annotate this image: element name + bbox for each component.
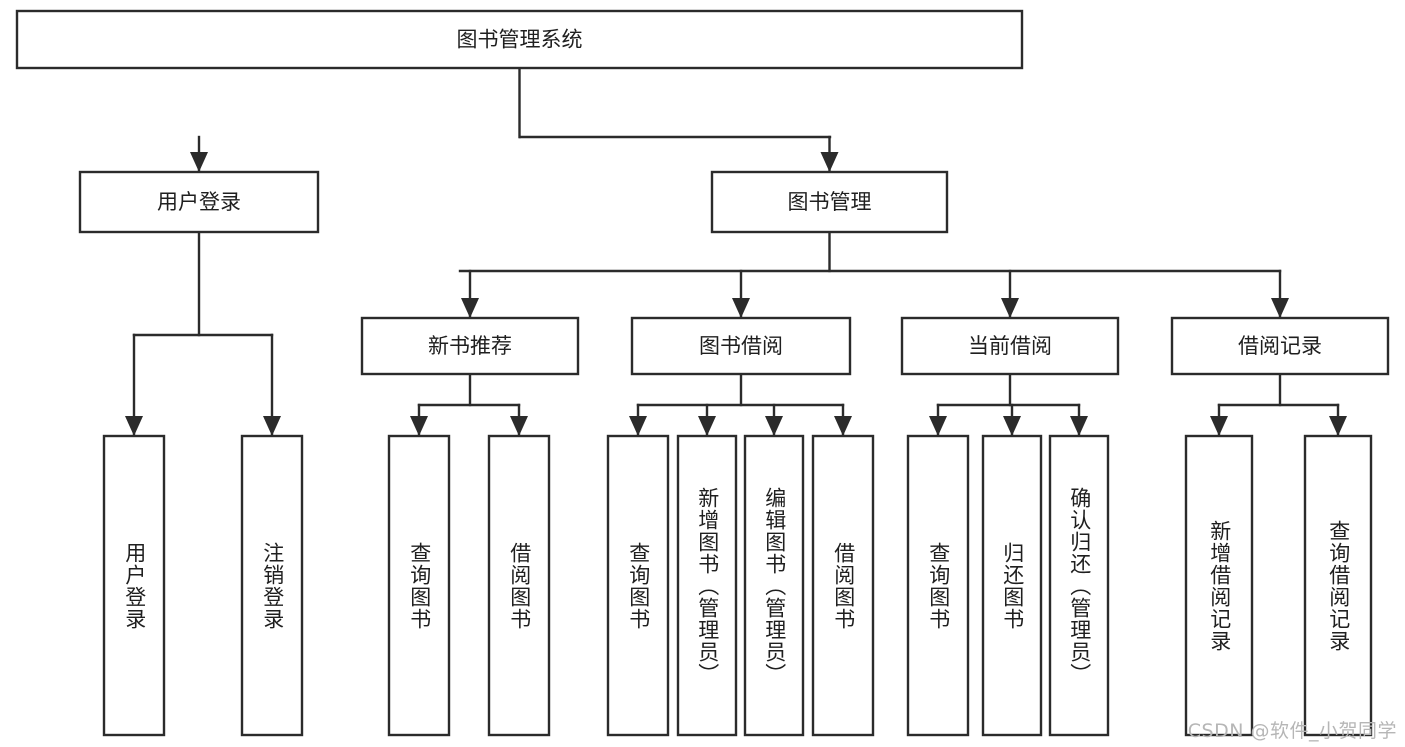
node-box-leaf-cur-2[interactable]	[981, 434, 1043, 737]
node-box-leaf-cur-3[interactable]	[1048, 434, 1110, 737]
node-label-records: 借阅记录	[1238, 334, 1322, 358]
node-box-newbook[interactable]	[360, 316, 580, 376]
node-box-leaf-login-2[interactable]	[240, 434, 304, 737]
node-box-leaf-borrow-1[interactable]	[606, 434, 670, 737]
node-box-leaf-rec-2[interactable]	[1303, 434, 1373, 737]
arrow-head-icon-leaf-cur-3	[1070, 416, 1088, 436]
node-box-leaf-new-2[interactable]	[487, 434, 551, 737]
arrow-head-icon-leaf-login-2	[263, 416, 281, 436]
arrow-head-icon-records	[1271, 298, 1289, 318]
node-box-leaf-borrow-3[interactable]	[743, 434, 805, 737]
node-box-borrow[interactable]	[630, 316, 852, 376]
arrow-head-icon-bookmgmt	[820, 152, 839, 172]
node-box-leaf-new-1[interactable]	[387, 434, 451, 737]
arrow-head-icon-leaf-new-2	[510, 416, 528, 436]
arrow-head-icon-leaf-new-1	[410, 416, 428, 436]
boxes-layer	[15, 9, 1390, 737]
arrow-head-icon-leaf-rec-1	[1210, 416, 1228, 436]
arrow-head-icon-current	[1001, 298, 1019, 318]
watermark-text: CSDN @软件_小贺同学	[1187, 720, 1397, 742]
node-box-leaf-borrow-2[interactable]	[676, 434, 738, 737]
node-label-root: 图书管理系统	[457, 28, 583, 52]
arrow-head-icon-leaf-cur-2	[1003, 416, 1021, 436]
node-box-bookmgmt[interactable]	[710, 170, 949, 234]
arrow-head-icon-leaf-rec-2	[1329, 416, 1347, 436]
arrow-head-icon-leaf-borrow-2	[698, 416, 716, 436]
arrow-head-icon-leaf-borrow-1	[629, 416, 647, 436]
node-box-leaf-cur-1[interactable]	[906, 434, 970, 737]
node-box-leaf-login-1[interactable]	[102, 434, 166, 737]
arrow-head-icon-leaf-borrow-3	[765, 416, 783, 436]
node-label-bookmgmt: 图书管理	[788, 190, 872, 214]
arrow-head-icon-borrow	[732, 298, 750, 318]
arrow-head-icon-newbook	[461, 298, 479, 318]
node-box-leaf-borrow-4[interactable]	[811, 434, 875, 737]
node-box-root[interactable]	[15, 9, 1024, 70]
arrow-head-icon-leaf-cur-1	[929, 416, 947, 436]
node-label-current: 当前借阅	[968, 334, 1052, 358]
node-box-current[interactable]	[900, 316, 1120, 376]
node-box-leaf-rec-1[interactable]	[1184, 434, 1254, 737]
arrow-head-icon-leaf-borrow-4	[834, 416, 852, 436]
arrow-head-icon-login	[190, 152, 208, 172]
node-label-login: 用户登录	[157, 190, 241, 214]
node-box-login[interactable]	[78, 170, 320, 234]
node-label-newbook: 新书推荐	[428, 334, 512, 358]
edges-layer	[125, 66, 1347, 438]
node-label-borrow: 图书借阅	[699, 334, 783, 358]
arrow-head-icon-leaf-login-1	[125, 416, 143, 436]
node-box-records[interactable]	[1170, 316, 1390, 376]
